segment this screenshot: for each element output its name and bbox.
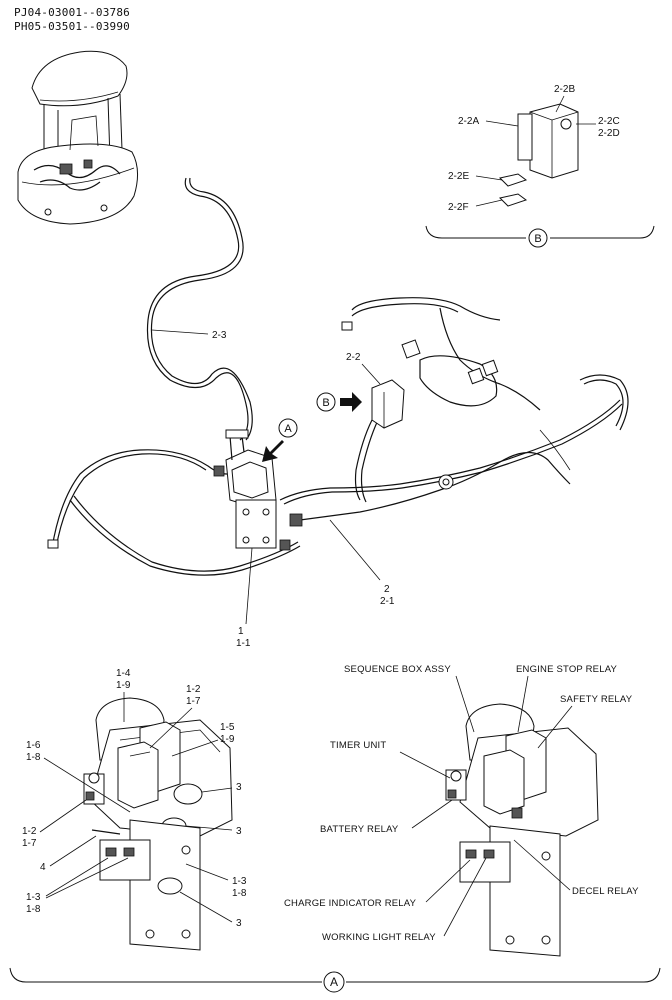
label-decel-relay: DECEL RELAY — [572, 886, 639, 897]
label-battery-relay: BATTERY RELAY — [320, 824, 399, 835]
label-1-7-top: 1-7 — [186, 696, 201, 707]
serial-range-2: PH05-03501--03990 — [14, 20, 130, 33]
label-2: 2 — [384, 584, 390, 595]
marker-b-main: B — [316, 392, 362, 412]
label-2-1: 2-1 — [380, 596, 395, 607]
label-safety-relay: SAFETY RELAY — [560, 694, 633, 705]
serial-range-1: PJ04-03001--03786 — [14, 6, 130, 19]
label-2-3: 2-3 — [212, 330, 227, 341]
label-1-8-right: 1-8 — [232, 888, 247, 899]
label-1-1: 1-1 — [236, 638, 251, 649]
machine-thumbnail — [17, 50, 138, 225]
label-sequence-box-assy: SEQUENCE BOX ASSY — [344, 664, 451, 675]
label-charge-indicator-relay: CHARGE INDICATOR RELAY — [284, 898, 417, 909]
label-1-2-top: 1-2 — [186, 684, 201, 695]
arrow-icon — [340, 392, 362, 412]
label-2-2A: 2-2A — [458, 116, 479, 127]
label-engine-stop-relay: ENGINE STOP RELAY — [516, 664, 618, 675]
label-2-2D: 2-2D — [598, 128, 620, 139]
label-1-8-left: 1-8 — [26, 904, 41, 915]
label-1-3-right: 1-3 — [232, 876, 247, 887]
detail-b-relay — [499, 103, 579, 207]
detail-a-bracket — [9, 967, 661, 983]
label-3-c: 3 — [236, 918, 242, 929]
detail-a-right-assembly — [445, 703, 599, 957]
arrow-icon — [262, 440, 284, 462]
label-working-light-relay: WORKING LIGHT RELAY — [322, 932, 436, 943]
label-1: 1 — [238, 626, 244, 637]
label-2-2E: 2-2E — [448, 171, 469, 182]
label-1-5: 1-5 — [220, 722, 235, 733]
detail-b-marker: B — [528, 228, 548, 248]
detail-a-left-assembly — [83, 697, 233, 951]
label-4: 4 — [40, 862, 46, 873]
label-1-2-left: 1-2 — [22, 826, 37, 837]
marker-a-main: A — [262, 418, 298, 462]
label-1-4: 1-4 — [116, 668, 131, 679]
label-2-2: 2-2 — [346, 352, 361, 363]
svg-text:B: B — [534, 233, 541, 245]
main-wiring-harness — [47, 177, 629, 576]
label-1-9: 1-9 — [116, 680, 131, 691]
svg-text:A: A — [330, 975, 338, 989]
label-1-7-left: 1-7 — [22, 838, 37, 849]
label-1-8: 1-8 — [26, 752, 41, 763]
detail-b-labels: 2-2B 2-2A 2-2C 2-2D 2-2E 2-2F — [448, 84, 620, 213]
label-2-2F: 2-2F — [448, 202, 469, 213]
label-3-a: 3 — [236, 782, 242, 793]
detail-a-right-labels: SEQUENCE BOX ASSY ENGINE STOP RELAY SAFE… — [284, 664, 639, 943]
label-1-6: 1-6 — [26, 740, 41, 751]
svg-text:A: A — [284, 423, 292, 435]
label-2-2C: 2-2C — [598, 116, 620, 127]
label-2-2B: 2-2B — [554, 84, 575, 95]
detail-a-marker: A — [323, 971, 345, 993]
label-timer-unit: TIMER UNIT — [330, 740, 386, 751]
label-1-3-left: 1-3 — [26, 892, 41, 903]
label-1-9b: 1-9 — [220, 734, 235, 745]
label-3-b: 3 — [236, 826, 242, 837]
svg-text:B: B — [322, 397, 329, 409]
detail-b-bracket — [425, 225, 655, 239]
detail-a-left-labels: 1-4 1-9 1-2 1-7 1-5 1-9 1-6 1-8 3 3 1-2 … — [22, 668, 247, 929]
main-labels: 2-3 2-2 2 2-1 1 1-1 — [151, 329, 395, 649]
